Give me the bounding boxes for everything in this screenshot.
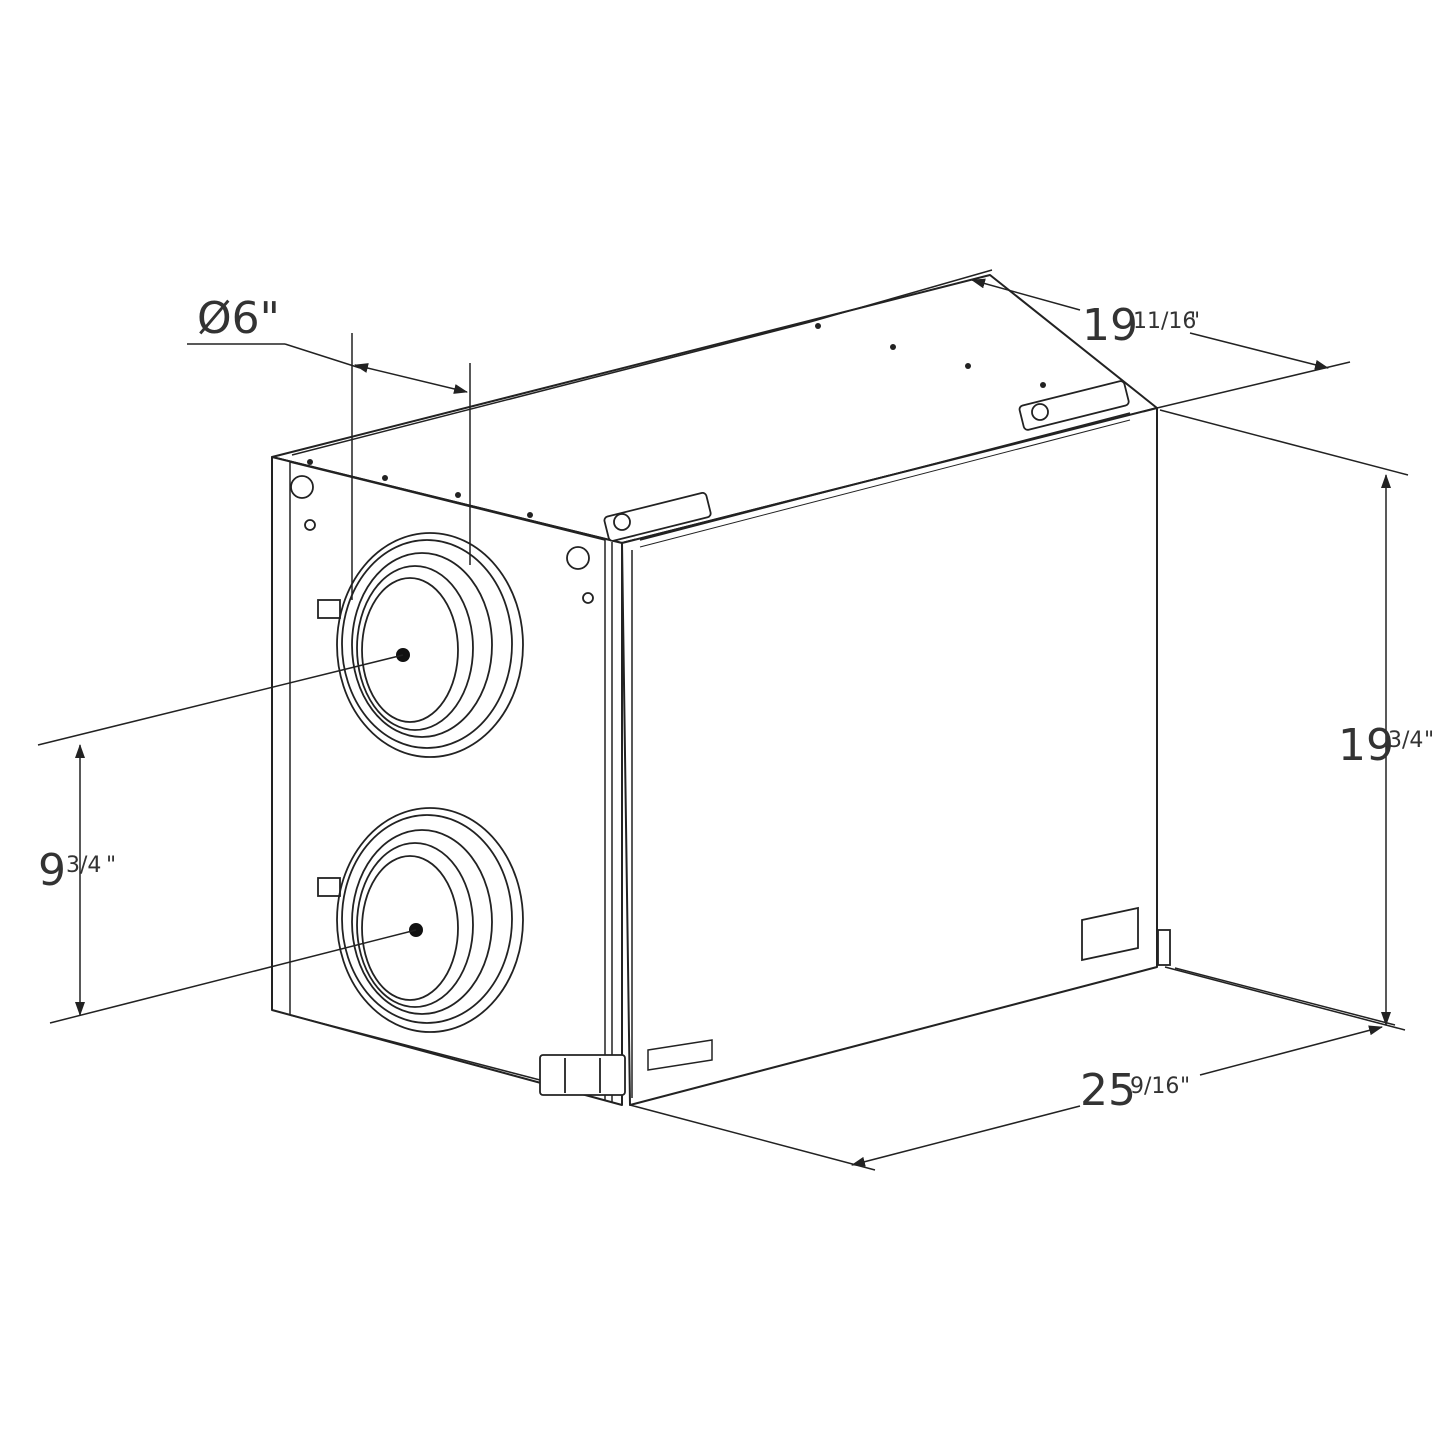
knob-icon — [290, 475, 314, 499]
dimension-lines — [37, 269, 1409, 1171]
logo-plate — [647, 1039, 713, 1071]
dim-width-value: 25 — [1080, 1065, 1136, 1116]
cabinet-side-face — [621, 407, 1158, 1106]
knob-icon — [566, 546, 590, 570]
dim-spacing-value: 9 — [38, 845, 66, 896]
tab-icon — [317, 877, 341, 897]
dim-depth-value: 19 — [1082, 300, 1138, 351]
dim-duct-diameter: Ø6" — [197, 293, 280, 344]
latch-icon — [539, 1054, 626, 1096]
hinge-icon — [603, 380, 1130, 542]
hole-icon — [304, 519, 316, 531]
duct-port-lower — [336, 807, 524, 1033]
dim-height-value: 19 — [1338, 720, 1394, 771]
hole-icon — [582, 592, 594, 604]
dim-spacing-fraction: 3/4 — [66, 853, 101, 878]
dim-width-unit: " — [1180, 1074, 1190, 1099]
duct-port-upper — [336, 532, 524, 758]
dim-depth-unit: " — [1190, 309, 1200, 334]
tab-icon — [317, 599, 341, 619]
side-plate — [1081, 906, 1139, 962]
dim-spacing-unit: " — [106, 853, 116, 878]
cabinet-front-face — [271, 456, 623, 1106]
dim-width-fraction: 9/16 — [1130, 1074, 1179, 1099]
dim-height-fraction: 3/4 — [1388, 728, 1423, 753]
dim-height-unit: " — [1424, 728, 1434, 753]
dim-depth-fraction: 11/16 — [1133, 309, 1196, 334]
connector-icon — [1157, 929, 1171, 966]
cabinet — [271, 274, 1158, 1106]
